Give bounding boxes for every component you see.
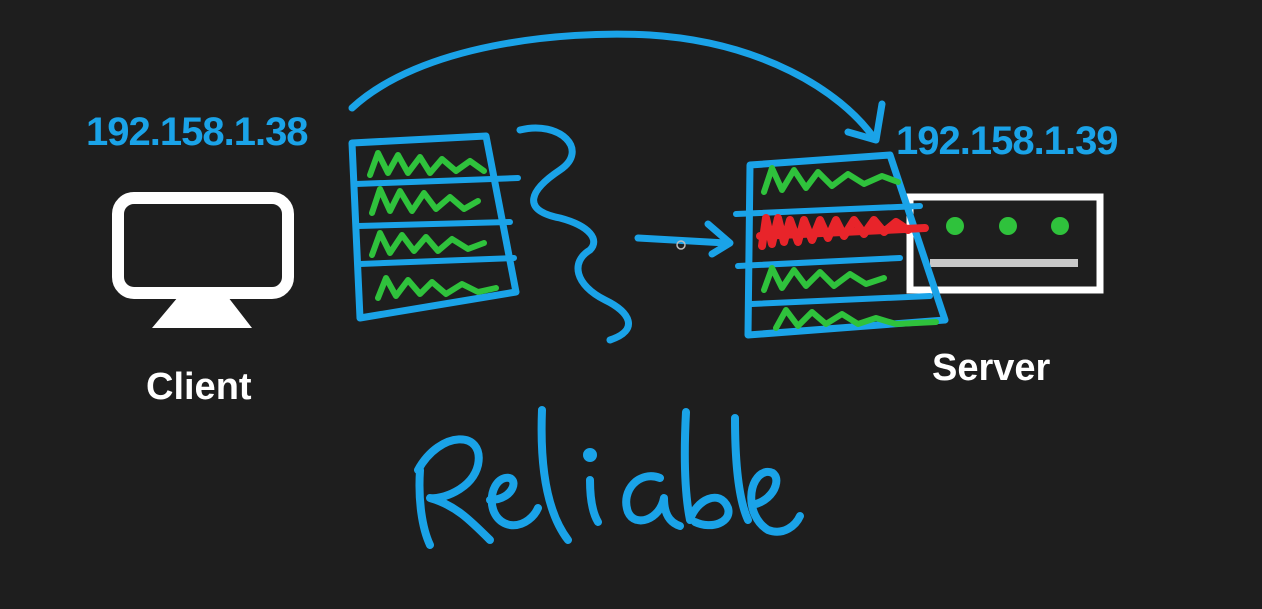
monitor-icon xyxy=(112,192,294,328)
client-label: Client xyxy=(146,366,252,408)
handwritten-reliable-caption xyxy=(414,406,804,549)
network-path-squiggle xyxy=(516,124,734,344)
transfer-arc-arrow xyxy=(348,30,886,144)
client-packet-stack xyxy=(348,132,521,322)
server-label: Server xyxy=(932,347,1051,389)
server-ip-address: 192.158.1.39 xyxy=(896,119,1119,163)
server-rack-icon xyxy=(906,193,1104,294)
client-ip-address: 192.158.1.38 xyxy=(86,110,309,154)
server-packet-stack xyxy=(733,151,949,339)
cursor-dot xyxy=(676,240,686,250)
